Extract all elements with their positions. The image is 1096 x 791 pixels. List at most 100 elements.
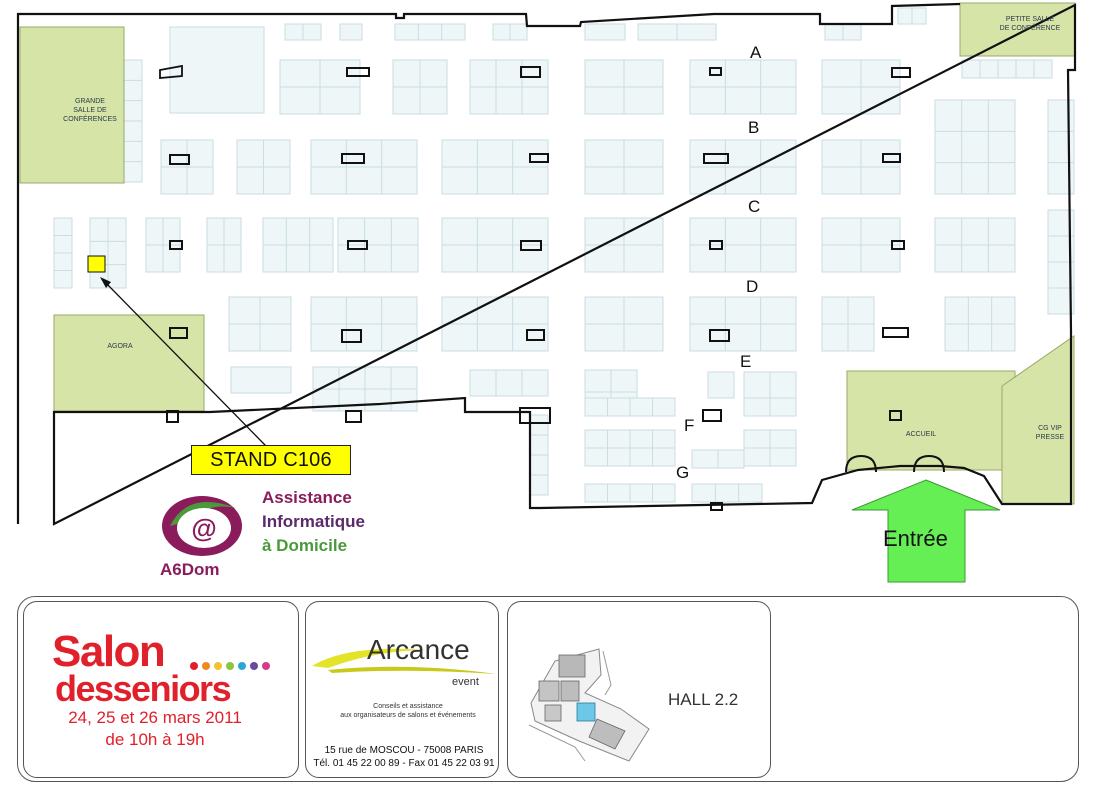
- pillar: [341, 153, 365, 164]
- pillar: [520, 66, 541, 78]
- booth-block: [337, 217, 419, 273]
- booth-block: [160, 139, 214, 195]
- salon-dates: 24, 25 et 26 mars 2011 de 10h à 19h: [68, 708, 242, 749]
- aisle-label-d: D: [746, 277, 759, 296]
- organizer-address: 15 rue de MOSCOU - 75008 PARIS Tél. 01 4…: [313, 745, 495, 769]
- stand-pointer-line: [103, 280, 267, 447]
- salon-dot: [226, 662, 234, 670]
- room-label-petite-salle: PETITE SALLE DE CONFÉRENCE: [999, 16, 1061, 32]
- zone-agora: [53, 314, 205, 412]
- aisle-label-c: C: [748, 197, 761, 216]
- aisle-label-b: B: [748, 118, 760, 137]
- organizer-name: Arcance: [367, 634, 470, 665]
- salon-dot: [238, 662, 246, 670]
- salon-subtitle: desseniors: [55, 668, 232, 709]
- room-label-accueil: ACCUEIL: [905, 431, 937, 438]
- booth-block: [691, 449, 745, 469]
- salon-dot: [250, 662, 258, 670]
- pillar: [347, 240, 368, 250]
- booth-block: [228, 296, 292, 352]
- zone-layer: [19, 2, 1076, 505]
- salon-title: Salon: [52, 627, 166, 676]
- a6dom-tagline: Assistance Informatique à Domicile: [262, 488, 365, 555]
- organizer-tagline: Conseils et assistance aux organisateurs…: [340, 703, 476, 719]
- booth-block: [824, 23, 862, 41]
- booth-block: [821, 139, 901, 195]
- booth-block: [441, 139, 549, 195]
- aisle-label-g: G: [676, 463, 690, 482]
- pillar: [346, 67, 370, 77]
- booth-block: [584, 296, 664, 352]
- booth-block: [743, 397, 797, 417]
- organizer-sub: event: [452, 676, 479, 688]
- booth-block: [123, 59, 143, 183]
- booth-block: [584, 483, 676, 503]
- svg-text:@: @: [191, 513, 216, 543]
- booth-block: [469, 59, 549, 115]
- pillar: [520, 240, 542, 251]
- salon-dot: [262, 662, 270, 670]
- booth-block: [310, 139, 418, 195]
- booth-block: [689, 296, 797, 352]
- room-label-cg-vip: CG VIP PRESSE: [1035, 425, 1065, 441]
- booth-block: [961, 59, 1053, 79]
- site-plan-map-icon: [528, 648, 650, 762]
- booth-block: [689, 217, 797, 273]
- booth-block: [284, 23, 322, 41]
- zone-grande-salle: [19, 26, 125, 184]
- booth-block: [934, 217, 1016, 273]
- hall-label: HALL 2.2: [668, 690, 739, 709]
- booth-block: [821, 296, 875, 352]
- pillar: [526, 329, 545, 341]
- booth-block: [689, 139, 797, 195]
- pillar: [345, 410, 362, 423]
- entrance-label: Entrée: [883, 526, 948, 551]
- booth-block: [310, 296, 418, 352]
- booth-block: [821, 217, 901, 273]
- stand-pointer-arrowhead: [100, 277, 111, 288]
- zone-cg-vip: [1001, 335, 1075, 505]
- booth-block: [743, 371, 797, 399]
- corner-marker: [159, 64, 183, 79]
- salon-panel: [23, 601, 299, 778]
- booth-block: [934, 99, 1016, 195]
- pillar: [710, 502, 723, 511]
- entrance-door-left: [845, 454, 877, 473]
- booth-block: [145, 217, 181, 273]
- hall-outline: [16, 2, 1077, 526]
- booth-layer: [53, 7, 1075, 503]
- pillar: [169, 240, 183, 250]
- aisle-label-e: E: [740, 352, 752, 371]
- booth-block: [392, 59, 448, 115]
- booth-block: [339, 23, 363, 41]
- salon-dot: [202, 662, 210, 670]
- booth-block: [236, 139, 291, 195]
- booth-block: [944, 296, 1016, 352]
- aisle-label-a: A: [750, 43, 762, 62]
- stand-c106-booth: [87, 255, 106, 273]
- pillar: [529, 153, 549, 163]
- booth-block: [469, 369, 549, 397]
- salon-dot: [190, 662, 198, 670]
- entrance-arrow-icon: [851, 479, 1001, 583]
- booth-block: [53, 217, 73, 289]
- booth-block: [691, 483, 763, 503]
- a6dom-at-logo-icon: @: [162, 496, 242, 556]
- pillar: [169, 327, 188, 339]
- pillar: [709, 329, 730, 342]
- booth-block: [689, 59, 797, 115]
- booth-block: [707, 371, 735, 399]
- wall-layer: [16, 2, 1077, 526]
- booth-block: [584, 397, 676, 417]
- organizer-panel: [305, 601, 499, 778]
- pillar: [891, 67, 911, 78]
- pillar: [889, 410, 902, 421]
- booth-block: [584, 23, 626, 41]
- pillar: [702, 409, 722, 422]
- booth-block: [529, 414, 549, 496]
- pillar: [709, 240, 723, 250]
- zone-accueil: [846, 370, 1016, 471]
- booth-block: [89, 217, 127, 289]
- pillar: [891, 240, 905, 250]
- room-label-agora: AGORA: [107, 343, 133, 350]
